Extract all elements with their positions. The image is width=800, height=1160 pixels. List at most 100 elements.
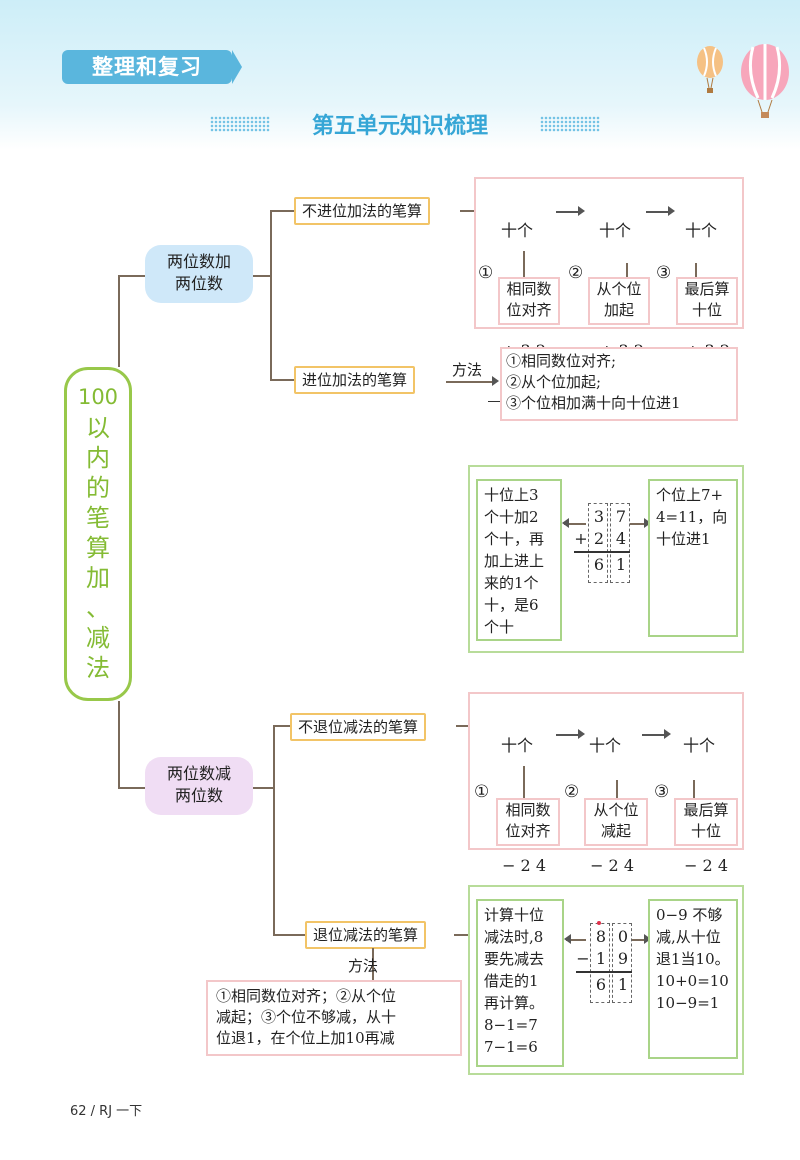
ones-explanation: 个位上7+ 4=11，向 十位进1 <box>648 479 738 637</box>
method-step: ①相同数位对齐; <box>506 352 617 370</box>
method-step: ③个位相加满十向十位进1 <box>506 394 681 412</box>
calc-bottom: − 2 4 <box>502 856 546 875</box>
method-step: 减起；③个位不够减，从十 <box>216 1008 397 1026</box>
branch-addition: 两位数加 两位数 <box>145 245 253 303</box>
page-footer: 62 / RJ 一下 <box>70 1104 143 1119</box>
calc-digit: 6 <box>595 975 607 994</box>
connector <box>273 725 290 727</box>
place-header: 十个 <box>500 736 533 755</box>
arrow-head-icon <box>668 206 675 216</box>
explain-line: 退1当10。 <box>656 950 730 968</box>
explain-line: 十位进1 <box>656 530 711 548</box>
place-header: 十个 <box>598 221 631 240</box>
explain-line: 个十加2 <box>484 508 539 526</box>
calc-digit: 1 <box>615 555 627 574</box>
calc-digit: 1 <box>595 949 607 968</box>
label-add-no-carry: 不进位加法的笔算 <box>294 197 431 225</box>
root-char: 以 <box>86 414 110 442</box>
arrow-head-icon <box>562 518 569 528</box>
place-header: 十个 <box>500 221 533 240</box>
step-box: 最后算 十位 <box>674 798 738 846</box>
connector <box>118 275 120 367</box>
root-char: 内 <box>86 444 110 472</box>
step-box: 从个位 减起 <box>584 798 648 846</box>
root-char: 加 <box>86 564 110 592</box>
arrow-right-icon <box>642 734 668 736</box>
sub-borrow-example-panel: 计算十位 减法时,8 要先减去 借走的1 再计算。 8−1=7 7−1=6 8 … <box>468 885 744 1075</box>
connector <box>273 934 305 936</box>
method-step: 位退1，在个位上加10再减 <box>216 1029 395 1047</box>
step-text: 十位 <box>691 301 722 319</box>
step-text: 减起 <box>600 822 631 840</box>
explain-line: 0−9 不够 <box>656 906 723 924</box>
arrow-head-icon <box>578 206 585 216</box>
label-sub-no-borrow: 不退位减法的笔算 <box>290 713 427 741</box>
connector <box>253 787 273 789</box>
branch-label: 两位数 <box>174 274 223 293</box>
branch-label: 两位数减 <box>166 764 231 783</box>
ones-explanation: 0−9 不够 减,从十位 退1当10。 10+0=10 10−9=1 <box>648 899 738 1059</box>
sub-borrow-method-box: ①相同数位对齐；②从个位 减起；③个位不够减，从十 位退1，在个位上加10再减 <box>206 980 462 1056</box>
connector <box>253 275 270 277</box>
ones-column-box <box>612 923 632 1003</box>
root-topic: 100 以 内 的 笔 算 加 、 减 法 <box>64 367 132 701</box>
explain-line: 减法时,8 <box>484 928 544 946</box>
step-number: ② <box>568 263 584 283</box>
label-sub-borrow: 退位减法的笔算 <box>305 921 427 949</box>
large-balloon-icon <box>741 44 789 118</box>
unit-title: 第五单元知识梳理 <box>311 114 488 139</box>
connector <box>270 210 272 380</box>
tens-column-box <box>588 503 608 583</box>
step-box: 从个位 加起 <box>588 277 650 325</box>
connector <box>460 210 474 212</box>
root-char: 法 <box>86 654 110 682</box>
explain-line: 计算十位 <box>484 906 545 924</box>
explain-line: 7−1=6 <box>484 1038 538 1056</box>
arrow-head-icon <box>664 729 671 739</box>
step-text: 相同数 <box>506 280 552 298</box>
branch-label: 两位数加 <box>166 252 231 271</box>
arrow-right-icon <box>646 211 672 213</box>
arrow-right-icon <box>556 734 582 736</box>
step-text: 位对齐 <box>505 822 551 840</box>
connector <box>270 379 294 381</box>
balloon-decoration <box>697 44 789 118</box>
step-text: 从个位 <box>593 801 639 819</box>
add-carry-example-panel: 十位上3 个十加2 个十，再 加上进上 来的1个 十，是6 个十 3 7 + 2… <box>468 465 744 653</box>
step-number: ① <box>478 263 494 283</box>
calc-bottom: − 2 4 <box>684 856 728 875</box>
step-box: 相同数 位对齐 <box>496 798 560 846</box>
explain-line: 个十 <box>484 618 515 636</box>
explain-line: 个位上7+ <box>656 486 724 504</box>
calc-digit: 1 <box>617 975 629 994</box>
place-header: 十个 <box>588 736 621 755</box>
root-number: 100 <box>77 385 119 409</box>
method-step: ①相同数位对齐；②从个位 <box>216 987 397 1005</box>
arrow-up-icon <box>693 780 695 798</box>
step-number: ③ <box>654 782 670 802</box>
section-tab: 整理和复习 <box>62 50 242 84</box>
step-number: ① <box>474 782 490 802</box>
arrow-head-icon <box>578 729 585 739</box>
explain-line: 加上进上 <box>484 552 545 570</box>
method-step: ②从个位加起; <box>506 373 602 391</box>
calc-digit: 6 <box>593 555 605 574</box>
root-char: 算 <box>86 534 110 562</box>
calc-digit: 4 <box>615 529 627 548</box>
arrow-up-icon <box>626 263 628 279</box>
explain-line: 8−1=7 <box>484 1016 538 1034</box>
calc-rule <box>574 551 630 553</box>
label-add-carry: 进位加法的笔算 <box>294 366 416 394</box>
add-carry-method-box: ①相同数位对齐; ②从个位加起; ③个位相加满十向十位进1 <box>500 347 738 421</box>
method-word: 方法 <box>348 957 379 975</box>
arrow-left-icon <box>566 939 586 941</box>
connector <box>270 210 294 212</box>
step-text: 从个位 <box>596 280 642 298</box>
explain-line: 4=11，向 <box>656 508 728 526</box>
root-char: 减 <box>86 624 110 652</box>
step-text: 最后算 <box>683 801 729 819</box>
tens-explanation: 计算十位 减法时,8 要先减去 借走的1 再计算。 8−1=7 7−1=6 <box>476 899 564 1067</box>
calc-sign: − <box>576 949 590 968</box>
place-header: 十个 <box>682 736 715 755</box>
arrow-right-icon <box>446 381 494 383</box>
